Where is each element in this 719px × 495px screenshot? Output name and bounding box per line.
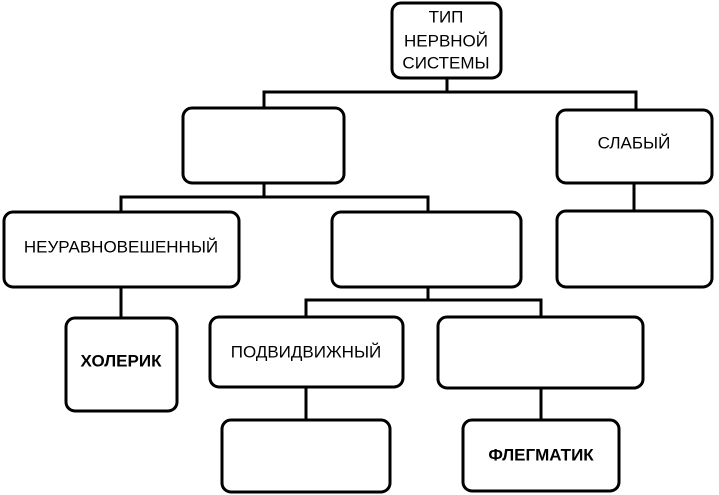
choleric-node-label: ХОЛЕРИК — [81, 351, 163, 370]
weak-child-node-box — [555, 209, 714, 289]
unbalanced-node-label: НЕУРАВНОВЕШЕННЫЙ — [24, 237, 218, 256]
root-line-3: СИСТЕМЫ — [402, 53, 489, 72]
root-node-box — [390, 1, 503, 80]
mobile-node: ПОДВИДВИЖНЫЙ — [208, 315, 405, 389]
phlegmatic-node-box — [461, 418, 621, 493]
root-line-1: ТИП — [429, 7, 464, 26]
unbalanced-node-box — [2, 210, 241, 289]
choleric-node: ХОЛЕРИК — [64, 316, 179, 413]
connectors — [119, 76, 638, 422]
mobile-child-node — [220, 418, 392, 494]
connector-strong-to-level2 — [119, 181, 430, 214]
weak-child-node — [555, 209, 714, 289]
root-node: ТИП НЕРВНОЙ СИСТЕМЫ — [390, 1, 503, 80]
strong-node-box — [181, 106, 346, 185]
mobile-node-box — [208, 315, 405, 389]
inert-node-box — [436, 315, 645, 390]
weak-node-label: СЛАБЫЙ — [598, 133, 671, 152]
choleric-node-box — [64, 316, 179, 413]
inert-node — [436, 315, 645, 390]
phlegmatic-node: ФЛЕГМАТИК — [461, 418, 621, 493]
weak-node: СЛАБЫЙ — [555, 108, 714, 185]
root-line-2: НЕРВНОЙ — [404, 31, 488, 50]
weak-node-box — [555, 108, 714, 185]
balanced-node-box — [330, 210, 523, 289]
balanced-node — [330, 210, 523, 289]
phlegmatic-node-label: ФЛЕГМАТИК — [488, 445, 594, 464]
mobile-child-node-box — [220, 418, 392, 494]
strong-node — [181, 106, 346, 185]
connector-balanced-to-level3 — [304, 285, 543, 319]
mobile-node-label: ПОДВИДВИЖНЫЙ — [231, 342, 381, 361]
unbalanced-node: НЕУРАВНОВЕШЕННЫЙ — [2, 210, 241, 289]
connector-root-to-level1 — [262, 76, 638, 112]
